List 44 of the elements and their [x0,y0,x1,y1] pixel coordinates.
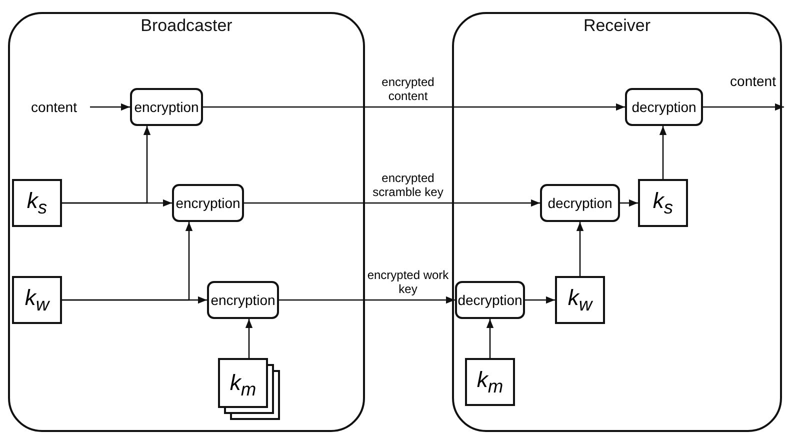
box-label: encryption [176,195,240,211]
edge-label: encrypted work key [367,268,449,296]
arrow [279,296,455,304]
arrow [244,199,540,207]
key-box [555,276,605,324]
panel-heading: Broadcaster [140,16,234,36]
box-label: encryption [134,99,199,115]
arrow [486,319,494,358]
process-box [172,184,244,222]
arrow [245,319,253,358]
box-label: decryption [458,292,522,308]
key-symbol: k$_{m}$ [228,369,258,402]
key-symbol: k$_{w}$ [24,284,50,316]
arrow [90,103,130,111]
key-box [638,179,688,227]
edge-label: content [730,73,776,89]
box-label: decryption [548,195,612,211]
arrow [203,103,625,111]
arrow [703,103,784,111]
arrow [620,199,638,207]
box-label: encryption [210,292,276,308]
key-symbol: k$_{w}$ [568,284,592,316]
group-panel [452,12,782,432]
process-box [625,88,703,126]
process-box [540,184,620,222]
key-box [12,179,62,227]
arrow [62,199,172,207]
key-symbol: k$_{s}$ [26,188,48,218]
arrow [62,296,207,304]
group-panel [8,12,365,432]
stacked-key-box [218,358,280,420]
process-box [130,88,203,126]
key-box [12,276,62,324]
box-label: content [31,99,77,115]
arrow [659,126,667,179]
panel-heading: Receiver [582,16,652,36]
key-box [465,358,515,406]
process-box [455,281,525,319]
box-label: decryption [632,99,696,115]
arrow [525,296,555,304]
process-box [207,281,279,319]
arrow [576,222,584,276]
key-symbol: k$_{s}$ [652,188,674,218]
key-symbol: k$_{m}$ [476,366,504,398]
